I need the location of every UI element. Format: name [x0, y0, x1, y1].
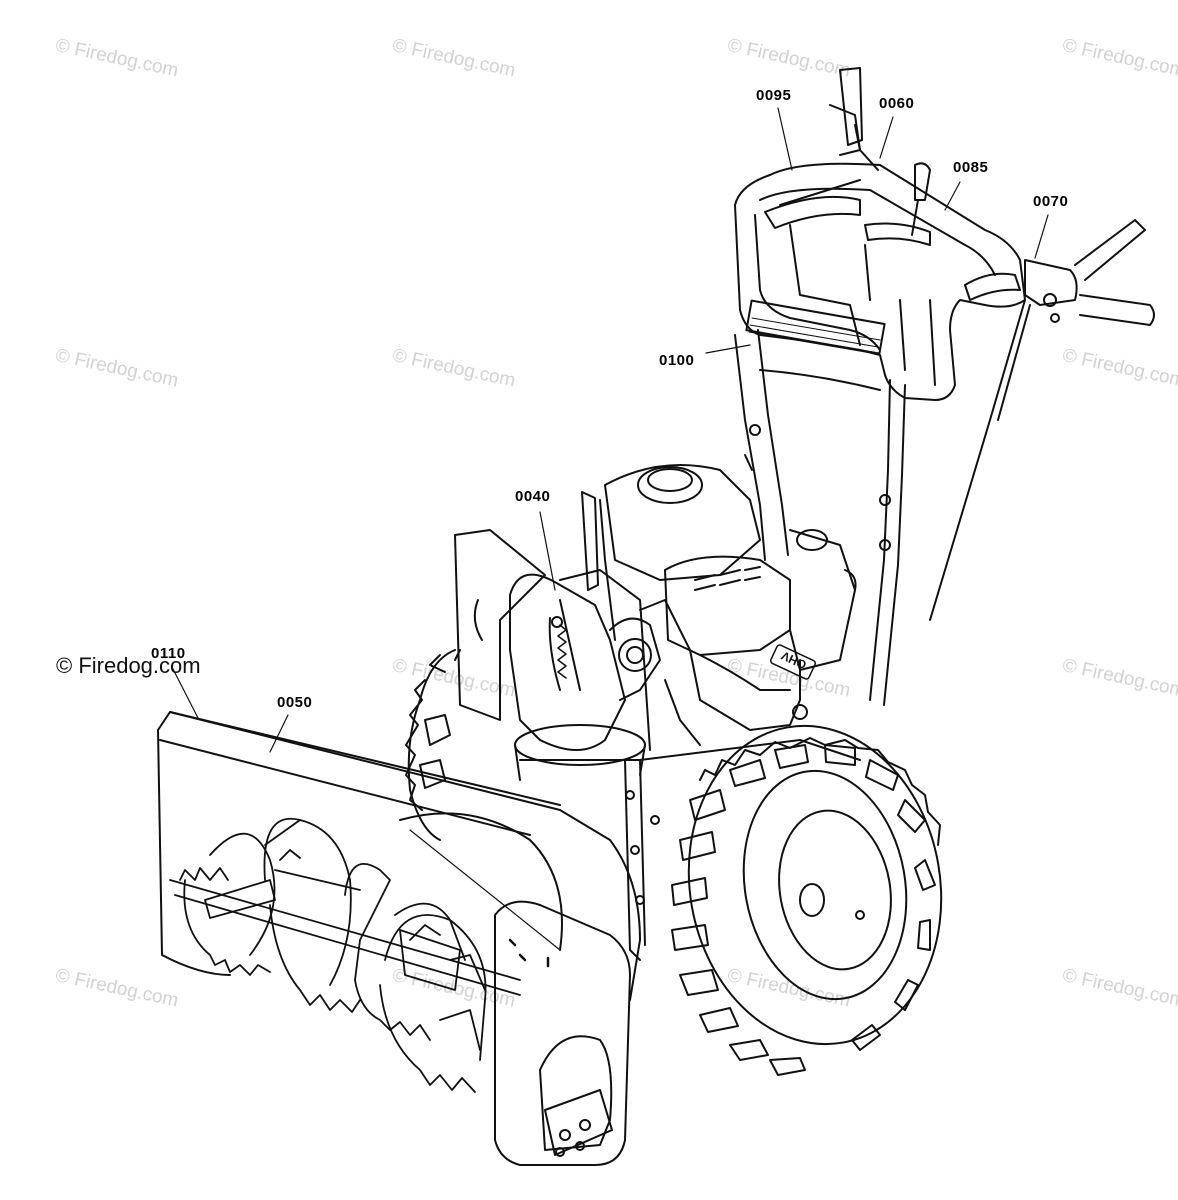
discharge-chute — [454, 529, 646, 781]
callout-0085: 0085 — [953, 159, 989, 176]
augers — [169, 817, 521, 1093]
handle-frame — [734, 299, 1031, 706]
callout-0060: 0060 — [879, 95, 915, 112]
leader-lines — [171, 107, 1049, 753]
callout-0050: 0050 — [277, 694, 313, 711]
auger-housing — [157, 711, 641, 1166]
callout-0095: 0095 — [756, 87, 792, 104]
callout-0070: 0070 — [1033, 193, 1069, 210]
callout-0040: 0040 — [515, 488, 551, 505]
callout-0100: 0100 — [659, 352, 695, 369]
left-wheel — [405, 649, 461, 841]
right-wheel — [671, 724, 943, 1076]
callout-0110: 0110 — [151, 645, 186, 662]
watermark-primary: © Firedog.com — [56, 653, 201, 678]
control-console — [734, 67, 1155, 401]
engine: OHV — [581, 464, 857, 746]
